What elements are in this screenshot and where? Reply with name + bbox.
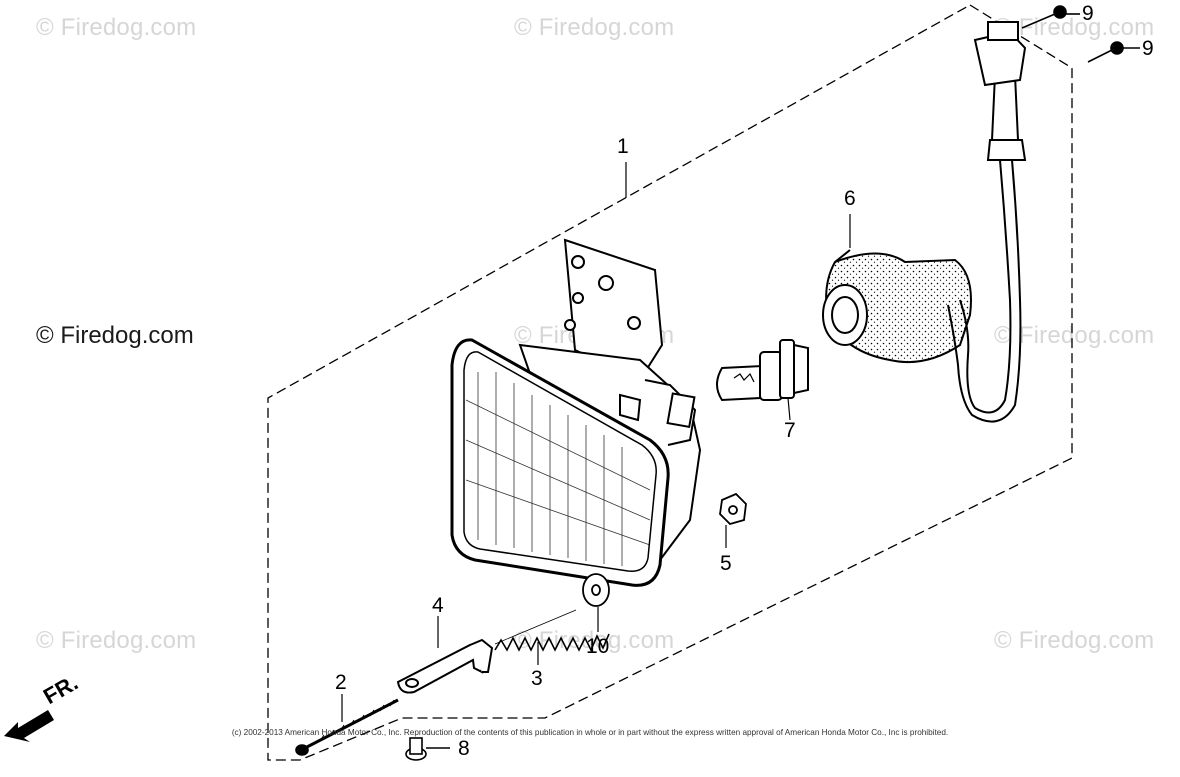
watermark-mid-left: © Firedog.com [36, 322, 194, 349]
watermark-bottom-center: © Firedog.com [514, 627, 675, 654]
wire-harness [947, 21, 1027, 423]
callout-7: 7 [784, 419, 796, 442]
callout-6: 6 [844, 187, 856, 210]
screw-a [1021, 5, 1080, 29]
callout-10: 10 [586, 635, 610, 658]
headlight-lens [450, 338, 670, 587]
mounting-plate [563, 238, 664, 382]
washer [582, 573, 610, 607]
nut [719, 492, 747, 526]
bracket [396, 638, 494, 694]
callout-8: 8 [458, 737, 470, 760]
watermark-top-center: © Firedog.com [514, 14, 675, 41]
callout-9a: 9 [1082, 2, 1094, 25]
fr-arrow-icon [4, 710, 54, 742]
watermark-bottom-left: © Firedog.com [36, 627, 197, 654]
screw-b [1087, 41, 1140, 63]
leader-7 [787, 397, 791, 421]
callout-4: 4 [432, 594, 444, 617]
assembly-outline [267, 4, 1073, 761]
copyright-notice: (c) 2002-2013 American Honda Motor Co., … [231, 728, 949, 737]
adjust-screw [295, 698, 399, 756]
bulb [716, 339, 809, 402]
bolt [405, 737, 450, 761]
watermark-top-left: © Firedog.com [36, 14, 197, 41]
socket-boot [822, 249, 972, 364]
callout-9b: 9 [1142, 37, 1154, 60]
watermark-top-right: © Firedog.com [994, 14, 1155, 41]
callout-3: 3 [531, 667, 543, 690]
watermark-bottom-right: © Firedog.com [994, 627, 1155, 654]
callout-5: 5 [720, 552, 732, 575]
spring [494, 609, 610, 652]
callout-1: 1 [617, 135, 629, 158]
callout-2: 2 [335, 671, 347, 694]
